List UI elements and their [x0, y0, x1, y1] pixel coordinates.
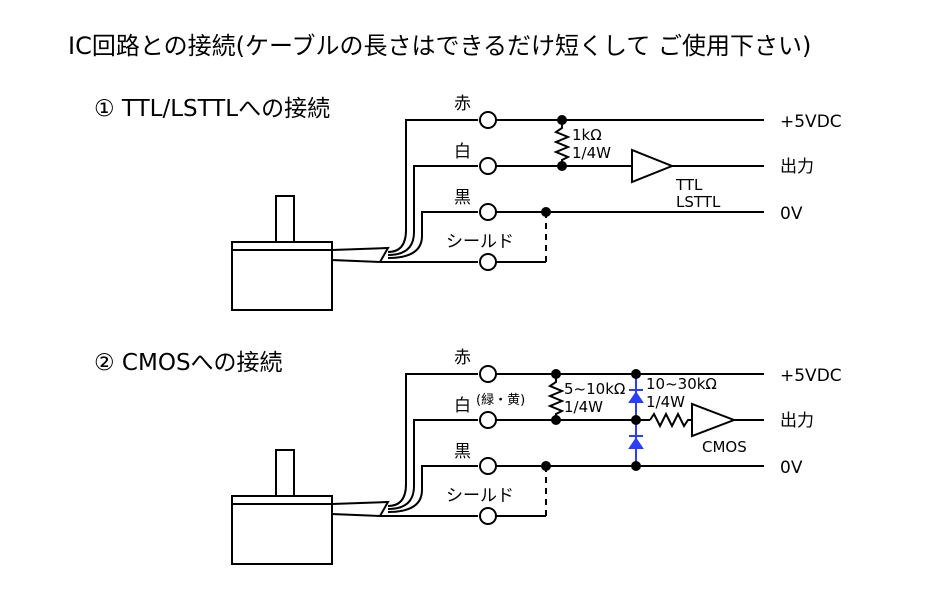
section1-heading: ① TTL/LSTTLへの接続 [94, 96, 330, 122]
encoder-shaft [275, 449, 295, 497]
terminal-red [479, 111, 497, 129]
diagram-title: IC回路との接続(ケーブルの長さはできるだけ短くして ご使用下さい) [68, 32, 811, 60]
encoder-body [231, 495, 333, 565]
terminal-shield [479, 507, 497, 525]
label-white: 白 [454, 396, 471, 416]
junction-vcc-r1 [551, 369, 561, 379]
junction-signal-r1 [551, 415, 561, 425]
resistor2-value: 10~30kΩ [646, 375, 717, 393]
wire-red [387, 119, 478, 253]
terminal-white [479, 157, 497, 175]
label-shield: シールド [446, 232, 514, 252]
resistor1-power: 1/4W [564, 398, 603, 416]
resistor2-power: 1/4W [646, 393, 685, 411]
output-vcc: +5VDC [780, 112, 842, 132]
gate-label-cmos: CMOS [702, 438, 747, 456]
section2-heading: ② CMOSへの接続 [94, 350, 283, 376]
cmos-buffer-gate [691, 402, 737, 438]
label-red: 赤 [454, 348, 471, 368]
wire-white [387, 165, 478, 256]
encoder-shaft [275, 195, 295, 243]
series-resistor [649, 411, 692, 429]
section-cmos [231, 365, 764, 565]
output-gnd: 0V [780, 458, 803, 478]
encoder-body [231, 241, 333, 311]
label-white-note: (緑・黄) [476, 393, 525, 408]
wire-white [387, 419, 478, 510]
wire-black [387, 465, 478, 513]
label-black: 黒 [454, 188, 471, 208]
label-red: 赤 [454, 94, 471, 114]
cable-jacket [331, 246, 390, 264]
diode-upper [628, 391, 644, 403]
gate-label-ttl: TTL [675, 176, 703, 194]
section1-junctions [541, 115, 567, 217]
junction-gnd-shield [541, 461, 551, 471]
pullup-resistor [553, 120, 571, 166]
label-white: 白 [454, 142, 471, 162]
section2-junctions [541, 369, 641, 471]
terminal-shield [479, 253, 497, 271]
output-vcc: +5VDC [780, 366, 842, 386]
section-ttl [231, 111, 764, 311]
output-signal: 出力 [780, 157, 814, 177]
resistor1-value: 5~10kΩ [564, 380, 625, 398]
cable-jacket [331, 500, 390, 518]
terminal-black [479, 457, 497, 475]
wire-red [387, 373, 478, 507]
label-shield: シールド [446, 486, 514, 506]
terminal-white [479, 411, 497, 429]
pullup-resistor [547, 374, 565, 420]
gate-label-lsttl: LSTTL [676, 193, 721, 211]
junction-gnd [541, 207, 551, 217]
wire-black [387, 211, 478, 259]
resistor-power: 1/4W [572, 144, 611, 162]
junction-signal-diode [631, 415, 641, 425]
resistor-value: 1kΩ [572, 126, 602, 144]
output-signal: 出力 [780, 411, 814, 431]
output-gnd: 0V [780, 204, 803, 224]
junction-signal [557, 161, 567, 171]
terminal-black [479, 203, 497, 221]
diode-lower [628, 437, 644, 449]
terminal-red [479, 365, 497, 383]
junction-vcc [557, 115, 567, 125]
junction-vcc-diode [631, 369, 641, 379]
label-black: 黒 [454, 442, 471, 462]
ttl-buffer-gate [631, 148, 675, 184]
junction-gnd-diode [631, 461, 641, 471]
